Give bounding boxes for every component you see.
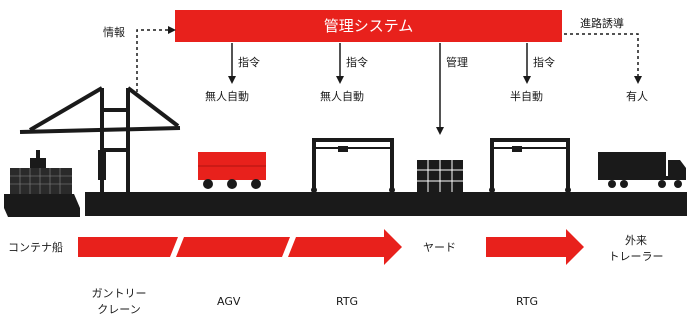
command-label-rtg1: 指令 xyxy=(346,56,368,69)
management-system-box xyxy=(175,10,562,42)
equipment-label-crane-line1: ガントリー xyxy=(91,287,147,300)
equipment-label-rtg1: RTG xyxy=(336,295,359,308)
agv-icon xyxy=(198,152,266,189)
container-ship-icon xyxy=(4,150,80,217)
rtg1-icon xyxy=(312,138,394,190)
mode-trailer: 有人 xyxy=(626,90,648,103)
route-guide-arrowhead xyxy=(634,76,642,84)
info-arrowhead xyxy=(168,26,176,34)
route-guide-label: 進路誘導 xyxy=(580,17,624,30)
command-label-agv: 指令 xyxy=(238,56,260,69)
equipment-label-crane-line2: クレーン xyxy=(97,303,141,316)
info-label: 情報 xyxy=(103,26,125,39)
trailer-truck-icon xyxy=(598,152,686,188)
manage-label: 管理 xyxy=(446,56,468,69)
yard-container-stack-icon xyxy=(417,160,463,192)
route-guide-arrow xyxy=(564,33,639,78)
flow-arrow-ship-to-yard xyxy=(78,229,402,265)
flow-label-trailer-line1: 外来 xyxy=(625,234,647,247)
mode-rtg1: 無人自動 xyxy=(320,90,364,103)
flow-label-trailer-line2: トレーラー xyxy=(608,250,664,263)
flow-label-yard: ヤード xyxy=(423,241,456,254)
quay-ground xyxy=(85,192,687,216)
gantry-crane-icon xyxy=(19,86,181,192)
management-system-title: 管理システム xyxy=(323,17,414,35)
equipment-label-rtg2: RTG xyxy=(516,295,539,308)
info-link-arrow xyxy=(136,29,170,92)
flow-label-ship: コンテナ船 xyxy=(8,241,63,254)
command-label-rtg2: 指令 xyxy=(533,56,555,69)
mode-agv: 無人自動 xyxy=(205,90,249,103)
mode-rtg2: 半自動 xyxy=(510,90,543,103)
equipment-label-agv: AGV xyxy=(217,295,241,308)
flow-arrow-yard-to-trailer xyxy=(486,229,584,265)
rtg2-icon xyxy=(490,138,570,190)
